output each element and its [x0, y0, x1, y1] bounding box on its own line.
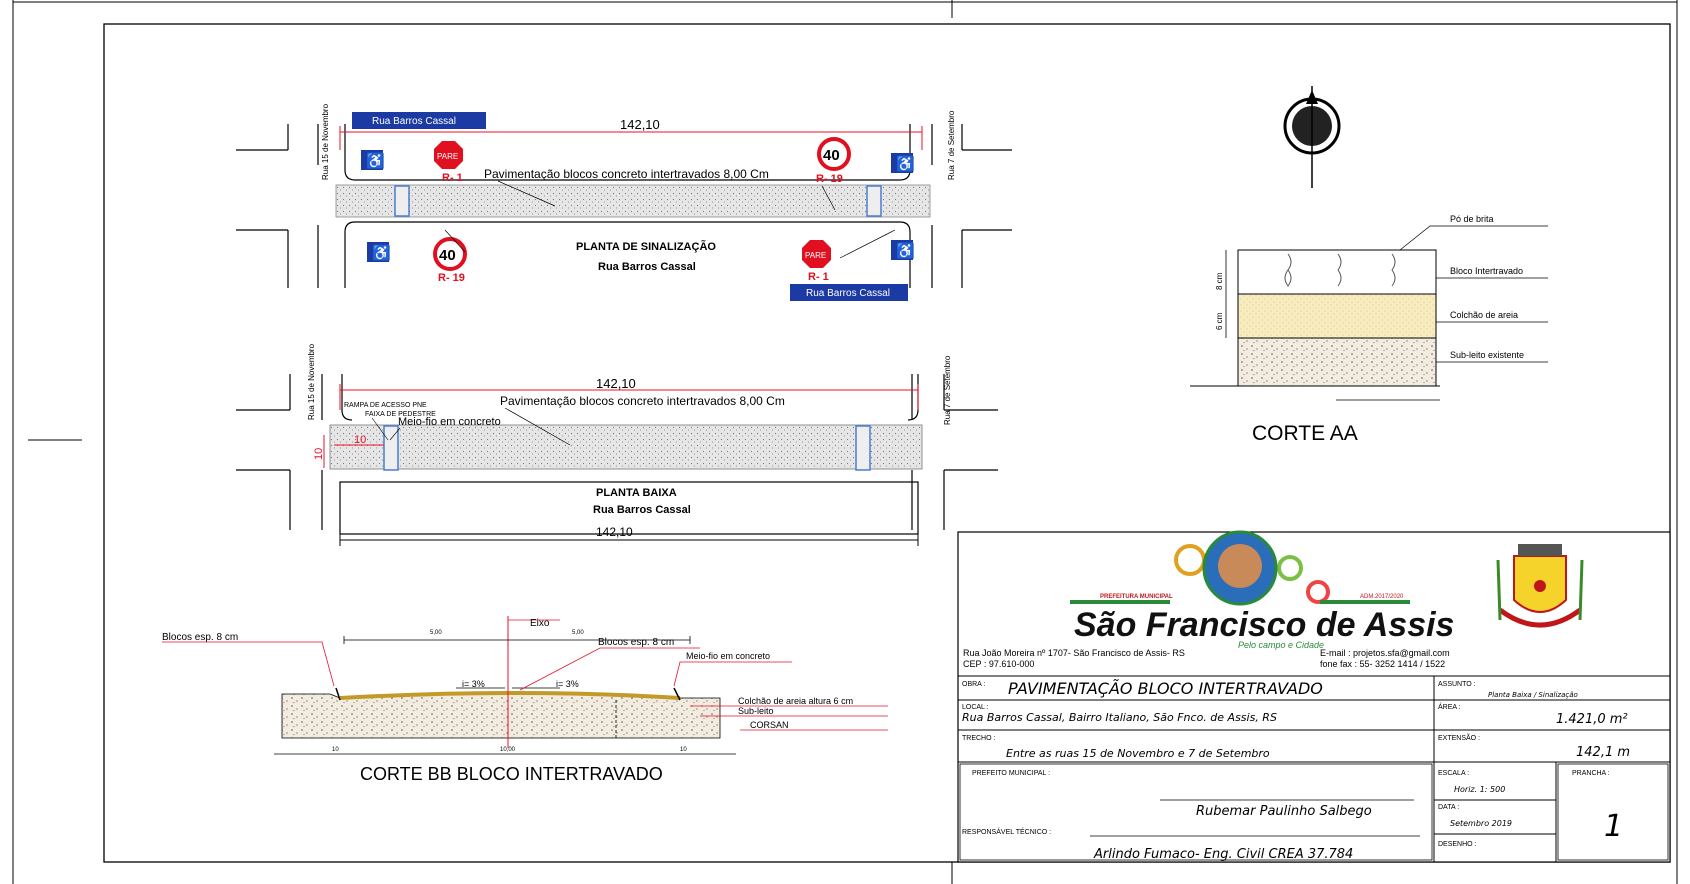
base-crossing-note: FAIXA DE PEDESTRE — [365, 411, 436, 418]
tb-data-value: Setembro 2019 — [1450, 819, 1512, 828]
bb-left-note: Blocos esp. 8 cm — [162, 632, 238, 643]
signage-plan: 142,10 Rua Barros Cassal Rua Barros Cass… — [236, 103, 1012, 301]
base-left-street: Rua 15 de Novembro — [307, 343, 316, 420]
tb-prefeito-label: PREFEITO MUNICIPAL : — [972, 770, 1050, 777]
aa-dim-8: 8 cm — [1215, 272, 1224, 290]
bb-top-note: Blocos esp. 8 cm — [598, 637, 674, 648]
svg-text:40: 40 — [439, 247, 456, 264]
sign-r1-top: R- 1 — [442, 172, 463, 184]
bb-axis: Eixo — [530, 618, 550, 629]
svg-text:PARE: PARE — [437, 152, 458, 161]
sign-r19-left: R- 19 — [438, 272, 465, 284]
bb-curb: Meio-fio em concreto — [686, 651, 770, 661]
tb-prancha-value: 1 — [1604, 809, 1623, 844]
speed-limit-icon: 40 40 — [433, 137, 851, 271]
svg-text:♿: ♿ — [896, 242, 915, 260]
aa-layer-2: Bloco Intertravado — [1450, 266, 1523, 276]
north-arrow-icon — [1283, 86, 1341, 188]
base-dim-10-v: 10 — [313, 448, 325, 460]
tb-local-value: Rua Barros Cassal, Bairro Italiano, São … — [962, 711, 1277, 724]
tb-local-label: LOCAL : — [962, 704, 989, 711]
svg-text:♿: ♿ — [372, 244, 391, 262]
tb-responsavel-value: Arlindo Fumaco- Eng. Civil CREA 37.784 — [1093, 847, 1353, 862]
base-dim-10-h: 10 — [354, 434, 366, 446]
bb-sand: Colchão de areia altura 6 cm — [738, 696, 853, 706]
bb-half-right: 5,00 — [572, 630, 584, 636]
tb-escala-value: Horiz. 1: 500 — [1454, 785, 1505, 794]
svg-text:PARE: PARE — [805, 251, 826, 260]
street-banner-left: Rua Barros Cassal — [372, 116, 456, 127]
svg-text:PREFEITURA MUNICIPAL: PREFEITURA MUNICIPAL — [1100, 594, 1173, 600]
signage-title: PLANTA DE SINALIZAÇÃO — [576, 240, 716, 253]
base-dimension-bottom: 142,10 — [596, 525, 633, 539]
tb-address: Rua João Moreira nº 1707- São Francisco … — [963, 648, 1185, 658]
aa-layer-4: Sub-leito existente — [1450, 350, 1524, 360]
svg-text:40: 40 — [823, 147, 840, 164]
signage-dimension: 142,10 — [620, 117, 660, 132]
tb-responsavel-label: RESPONSÁVEL TÉCNICO : — [962, 827, 1051, 836]
svg-text:São Francisco de Assis: São Francisco de Assis — [1074, 606, 1454, 644]
tb-prancha-label: PRANCHA : — [1572, 770, 1610, 777]
svg-text:♿: ♿ — [366, 152, 385, 170]
tb-area-label: ÁREA : — [1438, 702, 1461, 711]
tb-trecho-value: Entre as ruas 15 de Novembro e 7 de Sete… — [1006, 747, 1270, 760]
base-paving-note: Pavimentação blocos concreto intertravad… — [500, 394, 785, 408]
tb-area-value: 1.421,0 m² — [1556, 712, 1628, 727]
tb-extensao-value: 142,1 m — [1576, 745, 1630, 760]
svg-text:♿: ♿ — [896, 155, 915, 173]
aa-dim-6: 6 cm — [1215, 312, 1224, 330]
bb-corsan: CORSAN — [750, 720, 789, 730]
base-plan: 142,10 Pavimentação blocos concreto inte… — [236, 343, 998, 546]
street-banner-right: Rua Barros Cassal — [806, 288, 890, 299]
svg-text:Pelo campo e Cidade: Pelo campo e Cidade — [1238, 640, 1324, 650]
sheet-frame — [12, 0, 1678, 884]
bb-slope-right: i= 3% — [556, 679, 579, 689]
tb-assunto-label: ASSUNTO : — [1438, 681, 1476, 688]
tb-email: E-mail : projetos.sfa@gmail.com — [1320, 648, 1450, 658]
aa-layer-3: Colchão de areia — [1450, 310, 1518, 320]
aa-layer-1: Pó de brita — [1450, 214, 1494, 224]
signage-paving-note: Pavimentação blocos concreto intertravad… — [484, 167, 769, 181]
tb-escala-label: ESCALA : — [1438, 770, 1469, 777]
section-aa: 8 cm 6 cm Pó de brita Bloco Intertravado… — [1190, 86, 1548, 445]
tb-extensao-label: EXTENSÃO : — [1438, 733, 1480, 742]
tb-desenho-label: DESENHO : — [1438, 841, 1477, 848]
tb-trecho-label: TRECHO : — [962, 735, 996, 742]
tb-obra-value: PAVIMENTAÇÃO BLOCO INTERTRAVADO — [1008, 679, 1323, 698]
sign-r1-bottom: R- 1 — [808, 271, 829, 283]
bb-half-left: 5,00 — [430, 630, 442, 636]
svg-text:ADM.2017/2020: ADM.2017/2020 — [1360, 594, 1404, 600]
base-dimension-top: 142,10 — [596, 376, 636, 391]
section-bb: Blocos esp. 8 cm 5,00 Eixo 5,00 Blocos e… — [162, 616, 888, 784]
title-block: PREFEITURA MUNICIPAL ADM.2017/2020 São F… — [957, 530, 1671, 863]
base-ramp-note: RAMPA DE ACESSO PNE — [344, 402, 427, 409]
sign-r19-right: R- 19 — [816, 173, 843, 185]
bb-title: CORTE BB BLOCO INTERTRAVADO — [360, 764, 663, 784]
accessibility-icon: ♿ ♿ ♿ ♿ — [361, 150, 915, 262]
tb-assunto-value: Planta Baixa / Sinalização — [1488, 691, 1578, 699]
coat-of-arms-icon — [1496, 544, 1584, 628]
base-subtitle: Rua Barros Cassal — [593, 504, 691, 516]
base-title: PLANTA BAIXA — [596, 487, 677, 499]
base-curb-note: Meio-fio em concreto — [398, 416, 501, 428]
signage-subtitle: Rua Barros Cassal — [598, 261, 696, 273]
bb-dim-left: 10 — [332, 747, 339, 753]
tb-data-label: DATA : — [1438, 804, 1459, 811]
municipal-logo: PREFEITURA MUNICIPAL ADM.2017/2020 São F… — [1070, 530, 1454, 650]
base-right-street: Rua 7 de Setembro — [943, 355, 952, 425]
tb-obra-label: OBRA : — [962, 681, 985, 688]
bb-dim-right: 10 — [680, 747, 687, 753]
stop-sign-icon: PARE PARE — [434, 141, 831, 268]
signage-left-street: Rua 15 de Novembro — [321, 103, 330, 180]
tb-phone: fone fax : 55- 3252 1414 / 1522 — [1320, 659, 1445, 669]
signage-right-street: Rua 7 de Setembro — [947, 110, 956, 180]
tb-cep: CEP : 97.610-000 — [963, 659, 1034, 669]
aa-title: CORTE AA — [1252, 422, 1358, 445]
bb-dim-total: 10,00 — [500, 747, 516, 753]
bb-subgrade: Sub-leito — [738, 706, 774, 716]
tb-prefeito-value: Rubemar Paulinho Salbego — [1196, 804, 1372, 819]
bb-slope-left: i= 3% — [462, 679, 485, 689]
